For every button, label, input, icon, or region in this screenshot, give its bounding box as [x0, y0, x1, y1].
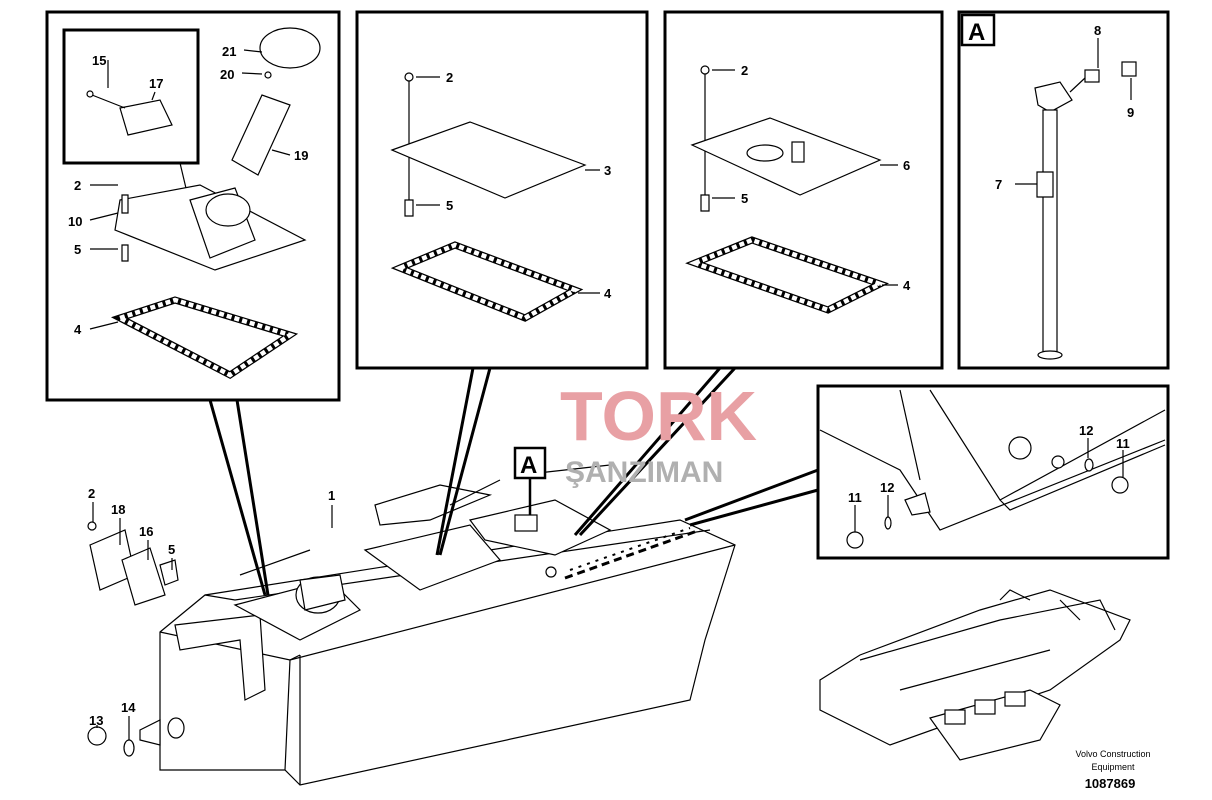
- callout-5: 5: [446, 198, 453, 213]
- callout-5: 5: [168, 542, 175, 557]
- company-name: Volvo Construction: [1075, 749, 1150, 759]
- callout-8: 8: [1094, 23, 1101, 38]
- panel-filler-neck: 15 17 21 20 19 2 10 5 4: [45, 10, 341, 402]
- callout-11: 11: [1116, 436, 1130, 451]
- drawing-number: 1087869: [1085, 776, 1136, 791]
- callout-10: 10: [68, 214, 82, 229]
- callout-2: 2: [741, 63, 748, 78]
- callout-11: 11: [848, 490, 862, 505]
- tag-a: A: [520, 452, 537, 479]
- callout-2: 2: [446, 70, 453, 85]
- callout-7: 7: [995, 177, 1002, 192]
- callout-2: 2: [74, 178, 81, 193]
- detail-tag-a: A: [968, 19, 985, 46]
- callout-16: 16: [139, 524, 153, 539]
- watermark-sub: ŞANZIMAN: [565, 456, 723, 489]
- fuel-tank: [87, 464, 736, 786]
- callout-18: 18: [111, 502, 125, 517]
- callout-14: 14: [121, 700, 136, 715]
- company-name-2: Equipment: [1091, 762, 1135, 772]
- callout-6: 6: [903, 158, 910, 173]
- callout-13: 13: [89, 713, 103, 728]
- panel-cover-plate: 2 3 5 4: [355, 10, 649, 370]
- watermark: TORK ŞANZIMAN: [560, 377, 757, 489]
- callout-12: 12: [880, 480, 894, 495]
- machine-overview: [819, 589, 1131, 761]
- panel-sender-plate: 2 6 5 4: [663, 10, 944, 370]
- callout-5: 5: [741, 191, 748, 206]
- callout-4: 4: [74, 322, 82, 337]
- callout-1: 1: [328, 488, 335, 503]
- callout-15: 15: [92, 53, 106, 68]
- main-callouts: A 1 2 18 16 5 13 14: [88, 446, 547, 740]
- footer: Volvo Construction Equipment 1087869: [1075, 749, 1150, 791]
- callout-2: 2: [88, 486, 95, 501]
- callout-4: 4: [903, 278, 911, 293]
- watermark-brand: TORK: [560, 377, 757, 455]
- callout-17: 17: [149, 76, 163, 91]
- callout-5: 5: [74, 242, 81, 257]
- callout-4: 4: [604, 286, 612, 301]
- callout-19: 19: [294, 148, 308, 163]
- callout-3: 3: [604, 163, 611, 178]
- callout-21: 21: [222, 44, 236, 59]
- panel-detail-a: A 8 9 7: [957, 10, 1170, 370]
- callout-9: 9: [1127, 105, 1134, 120]
- leader-lines: [208, 366, 819, 596]
- panel-drain-detail: 12 11 11 12: [816, 384, 1170, 560]
- callout-12: 12: [1079, 423, 1093, 438]
- callout-20: 20: [220, 67, 234, 82]
